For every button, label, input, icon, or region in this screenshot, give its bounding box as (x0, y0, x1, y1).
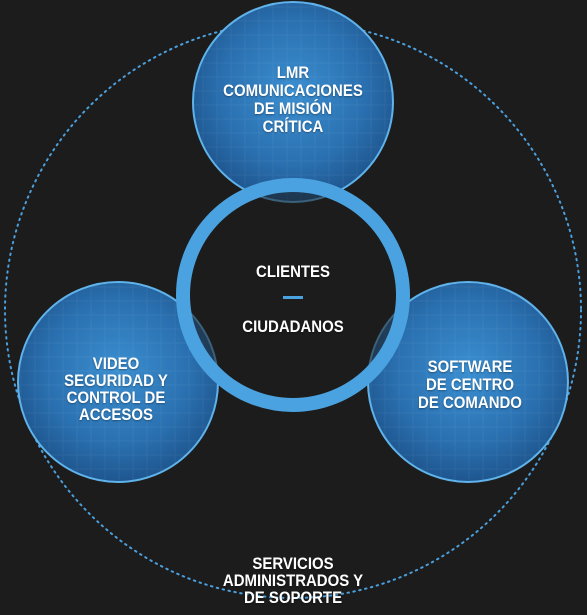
software-label-line: SOFTWARE (427, 357, 513, 376)
video-label-line: VIDEO (92, 354, 140, 373)
lmr-circle (192, 1, 394, 203)
services-label: SERVICIOS ADMINISTRADOS Y DE SOPORTE (187, 555, 398, 606)
services-label-line: DE SOPORTE (243, 588, 343, 607)
software-circle (367, 281, 569, 483)
video-label-line: CONTROL DE (66, 388, 166, 407)
center-ring (176, 178, 410, 412)
center-divider (283, 296, 303, 299)
lmr-label: LMR COMUNICACIONES DE MISIÓN CRÍTICA (223, 64, 364, 136)
services-label-line: SERVICIOS (252, 554, 334, 573)
video-circle (17, 281, 219, 483)
lmr-label-line: CRÍTICA (262, 117, 324, 136)
video-label-line: ACCESOS (78, 405, 153, 424)
software-label-line: DE CENTRO (425, 375, 515, 394)
center-label-ciudadanos: CIUDADANOS (242, 317, 344, 336)
software-label: SOFTWARE DE CENTRO DE COMANDO (400, 358, 541, 412)
software-label-line: DE COMANDO (418, 393, 522, 412)
video-label: VIDEO SEGURIDAD Y CONTROL DE ACCESOS (46, 355, 187, 423)
lmr-label-line: DE MISIÓN (253, 99, 333, 118)
center-label-clientes: CLIENTES (256, 262, 330, 281)
lmr-label-line: COMUNICACIONES (223, 81, 363, 100)
services-label-line: ADMINISTRADOS Y (222, 571, 364, 590)
lmr-label-line: LMR (276, 63, 310, 82)
video-label-line: SEGURIDAD Y (64, 371, 168, 390)
